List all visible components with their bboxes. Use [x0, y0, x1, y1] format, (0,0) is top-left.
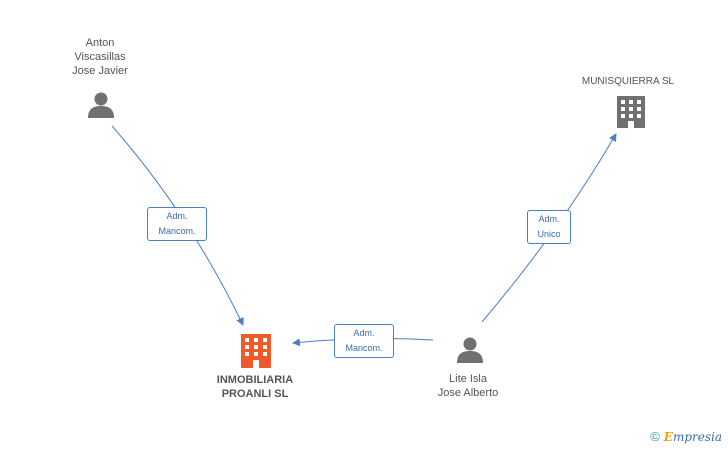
- node-label-line: Anton: [85, 37, 115, 49]
- brand-logo: © Empresia: [650, 429, 722, 444]
- node-label-inmobiliaria[interactable]: INMOBILIARIA PROANLI SL: [200, 373, 310, 401]
- brand-initial: E: [663, 429, 673, 444]
- edge-label-line: Adm.: [538, 214, 560, 224]
- node-label-line: Jose Alberto: [437, 387, 499, 399]
- edge-label-lite-inmobiliaria[interactable]: Adm. Mancom.: [334, 324, 394, 358]
- edge-label-lite-munisquierra[interactable]: Adm. Unico: [527, 210, 571, 244]
- node-label-lite[interactable]: Lite Isla Jose Alberto: [418, 372, 518, 400]
- person-icon[interactable]: [88, 92, 114, 119]
- edge-label-line: Unico: [537, 229, 561, 239]
- edge-label-line: Mancom.: [158, 226, 196, 236]
- building-icon[interactable]: [617, 96, 645, 128]
- brand-rest: mpresia: [672, 429, 722, 444]
- copyright-symbol: ©: [650, 429, 660, 444]
- edge-label-line: Adm.: [166, 211, 188, 221]
- node-label-line: PROANLI SL: [221, 388, 289, 400]
- person-icon[interactable]: [457, 337, 483, 364]
- edge-label-anton-inmobiliaria[interactable]: Adm. Mancom.: [147, 207, 207, 241]
- node-label-anton[interactable]: Anton Viscasillas Jose Javier: [55, 36, 145, 78]
- node-label-line: INMOBILIARIA: [216, 374, 294, 386]
- edge-label-line: Adm.: [353, 328, 375, 338]
- node-label-munisquierra[interactable]: MUNISQUIERRA SL: [573, 75, 683, 89]
- building-main-icon[interactable]: [241, 334, 271, 368]
- edge-label-line: Mancom.: [345, 343, 383, 353]
- node-label-line: MUNISQUIERRA SL: [581, 76, 675, 87]
- node-label-line: Lite Isla: [449, 373, 487, 385]
- node-label-line: Jose Javier: [72, 65, 128, 77]
- node-label-line: Viscasillas: [74, 51, 126, 63]
- brand-wordmark: Empresia: [664, 430, 722, 444]
